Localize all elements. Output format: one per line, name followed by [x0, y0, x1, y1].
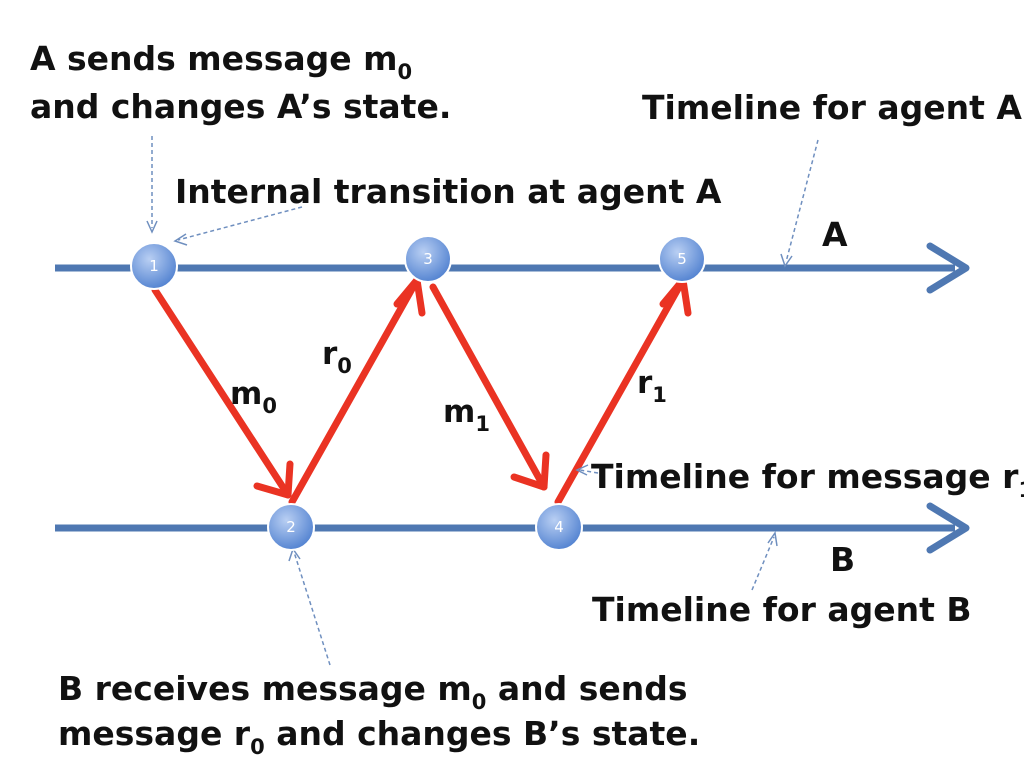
event-node-label: 5	[677, 250, 687, 268]
annotation-a-sends-line1: A sends message m0	[30, 39, 412, 84]
event-node-3: 3	[404, 235, 452, 283]
message-arrow-m1	[429, 283, 550, 491]
event-node-label: 4	[554, 518, 564, 536]
annotation-a-sends-line2: and changes A’s state.	[30, 87, 451, 126]
annotation-internal-transition: Internal transition at agent A	[175, 172, 722, 211]
annotation-timeline-message-r1: Timeline for message r1	[591, 457, 1024, 502]
callout-internal-transition	[173, 206, 303, 246]
callout-b-receives	[288, 547, 331, 666]
message-label-r1: r1	[637, 365, 667, 407]
annotation-timeline-agent-a: Timeline for agent A	[642, 88, 1022, 127]
timeline-agent-a	[55, 242, 970, 294]
message-arrow-r0	[288, 276, 426, 506]
callout-timeline-a	[780, 139, 819, 268]
message-label-m1: m1	[443, 394, 490, 436]
annotation-b-receives-line1: B receives message m0 and sends	[58, 669, 688, 714]
callout-timeline-b	[751, 531, 778, 591]
event-node-label: 1	[149, 257, 159, 275]
event-node-4: 4	[535, 503, 583, 551]
event-node-1: 1	[130, 242, 178, 290]
event-node-label: 2	[286, 518, 296, 536]
event-node-label: 3	[423, 250, 433, 268]
message-label-m0: m0	[230, 376, 277, 418]
event-node-2: 2	[267, 503, 315, 551]
timeline-agent-b	[55, 502, 970, 554]
callout-timeline-message-r1	[575, 464, 599, 476]
callout-a-sends	[146, 136, 158, 234]
agent-label-b: B	[830, 540, 855, 579]
message-arrow-m0	[151, 286, 294, 499]
annotation-timeline-agent-b: Timeline for agent B	[592, 590, 972, 629]
message-label-r0: r0	[322, 336, 352, 378]
agent-label-a: A	[822, 215, 848, 254]
timeline-b-arrowhead	[926, 502, 970, 554]
annotation-b-receives-line2: message r0 and changes B’s state.	[58, 714, 700, 759]
timeline-a-arrowhead	[926, 242, 970, 294]
event-node-5: 5	[658, 235, 706, 283]
